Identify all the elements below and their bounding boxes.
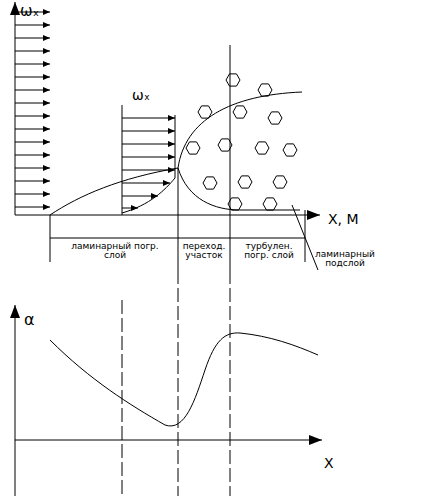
velocity-arrow xyxy=(122,131,175,132)
axis-label: ωₓ xyxy=(20,4,60,20)
axis-label: X xyxy=(324,456,354,471)
velocity-arrow xyxy=(15,103,50,104)
velocity-arrow xyxy=(15,64,50,65)
velocity-arrow xyxy=(122,196,158,197)
callout-label: ламинарный подслой xyxy=(305,250,385,269)
velocity-arrow xyxy=(122,208,138,209)
eddy-symbol xyxy=(218,139,232,151)
boundary-layer-edge xyxy=(50,168,178,215)
eddy-symbol xyxy=(255,142,269,154)
eddy-symbol xyxy=(186,142,200,154)
zone-label: турбулен. погр. слой xyxy=(232,242,306,261)
velocity-arrow xyxy=(15,116,50,117)
alpha-curve xyxy=(50,333,318,426)
velocity-arrow xyxy=(15,51,50,52)
zone-label: ламинарный погр. слой xyxy=(60,242,170,261)
velocity-arrow xyxy=(15,90,50,91)
profile-line xyxy=(122,105,123,215)
velocity-arrow xyxy=(15,38,50,39)
velocity-arrow xyxy=(122,118,175,119)
eddy-symbol xyxy=(263,198,277,210)
velocity-arrow xyxy=(15,129,50,130)
velocity-axis xyxy=(15,2,16,215)
eddy-symbol xyxy=(268,112,282,124)
dashed-line xyxy=(178,270,179,496)
velocity-arrow xyxy=(122,170,175,171)
dimension-line xyxy=(178,168,179,270)
alpha-axis xyxy=(15,305,16,496)
eddy-symbol xyxy=(258,84,272,96)
eddy-symbol xyxy=(238,176,252,188)
velocity-arrow xyxy=(15,142,50,143)
dimension-line xyxy=(230,45,231,270)
eddy-symbol xyxy=(226,74,240,86)
eddy-symbol xyxy=(283,144,297,156)
velocity-arrow xyxy=(122,183,170,184)
velocity-profile xyxy=(122,115,175,213)
eddy-symbol xyxy=(273,176,287,188)
velocity-arrow xyxy=(15,155,50,156)
sublayer-edge xyxy=(178,168,300,210)
x-axis xyxy=(15,440,322,441)
profile-label: ωₓ xyxy=(132,88,172,103)
velocity-arrow xyxy=(15,25,50,26)
velocity-arrow xyxy=(15,168,50,169)
dimension-line xyxy=(50,238,305,239)
velocity-arrow xyxy=(15,194,50,195)
velocity-arrow xyxy=(122,157,175,158)
turbulent-layer-edge xyxy=(178,92,302,168)
eddy-symbol xyxy=(228,198,242,210)
velocity-arrow xyxy=(15,77,50,78)
x-axis xyxy=(15,215,320,216)
axis-label: α xyxy=(24,312,54,329)
velocity-arrow xyxy=(15,207,50,208)
velocity-arrow xyxy=(15,181,50,182)
axis-label: X, M xyxy=(328,212,388,227)
eddy-symbol xyxy=(233,106,247,118)
velocity-arrow xyxy=(122,144,175,145)
zone-label: переход. участок xyxy=(176,242,232,261)
leader-line xyxy=(292,205,318,270)
eddy-symbol xyxy=(203,177,217,189)
dashed-line xyxy=(230,270,231,496)
eddy-symbol xyxy=(198,106,212,118)
